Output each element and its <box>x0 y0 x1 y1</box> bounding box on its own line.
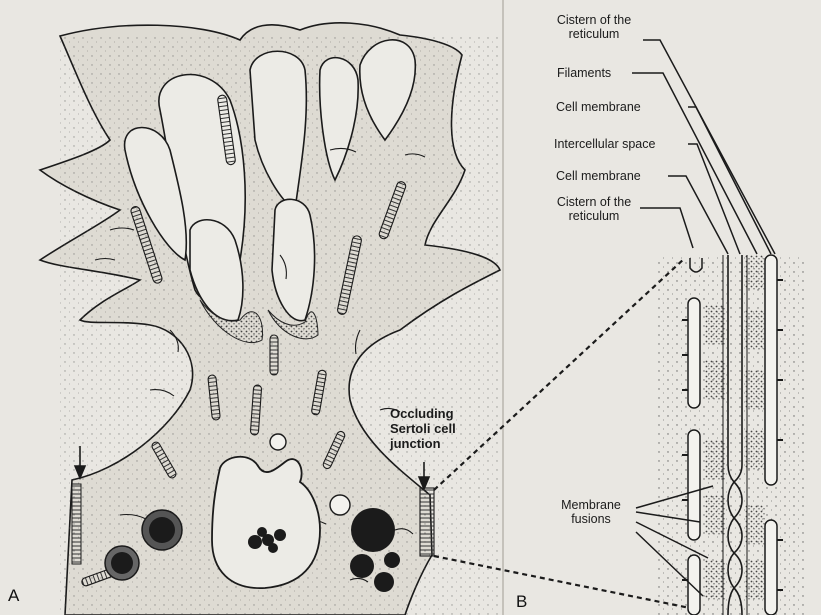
cell-membrane-label-2: Cell membrane <box>556 169 641 183</box>
occluding-junction-line-1: Occluding <box>390 406 456 421</box>
panel-b-label: B <box>516 592 527 612</box>
label-line: reticulum <box>546 27 642 41</box>
intercellular-space-label: Intercellular space <box>554 137 655 151</box>
cell-membrane-label-1: Cell membrane <box>556 100 641 114</box>
junction-detail <box>655 255 805 615</box>
panel-a-label: A <box>8 586 19 606</box>
cistern-reticulum-top-label: Cistern of the reticulum <box>546 13 642 41</box>
label-line: Cistern of the <box>546 13 642 27</box>
occluding-junction-line-2: Sertoli cell <box>390 421 456 436</box>
cistern-reticulum-bottom-label: Cistern of the reticulum <box>546 195 642 223</box>
label-line: fusions <box>546 512 636 526</box>
occluding-junction-line-3: junction <box>390 436 456 451</box>
label-line: Cistern of the <box>546 195 642 209</box>
filaments-label: Filaments <box>557 66 611 80</box>
membrane-fusions-label: Membrane fusions <box>546 498 636 526</box>
label-line: Membrane <box>546 498 636 512</box>
occluding-junction-label: Occluding Sertoli cell junction <box>390 406 456 451</box>
label-line: reticulum <box>546 209 642 223</box>
